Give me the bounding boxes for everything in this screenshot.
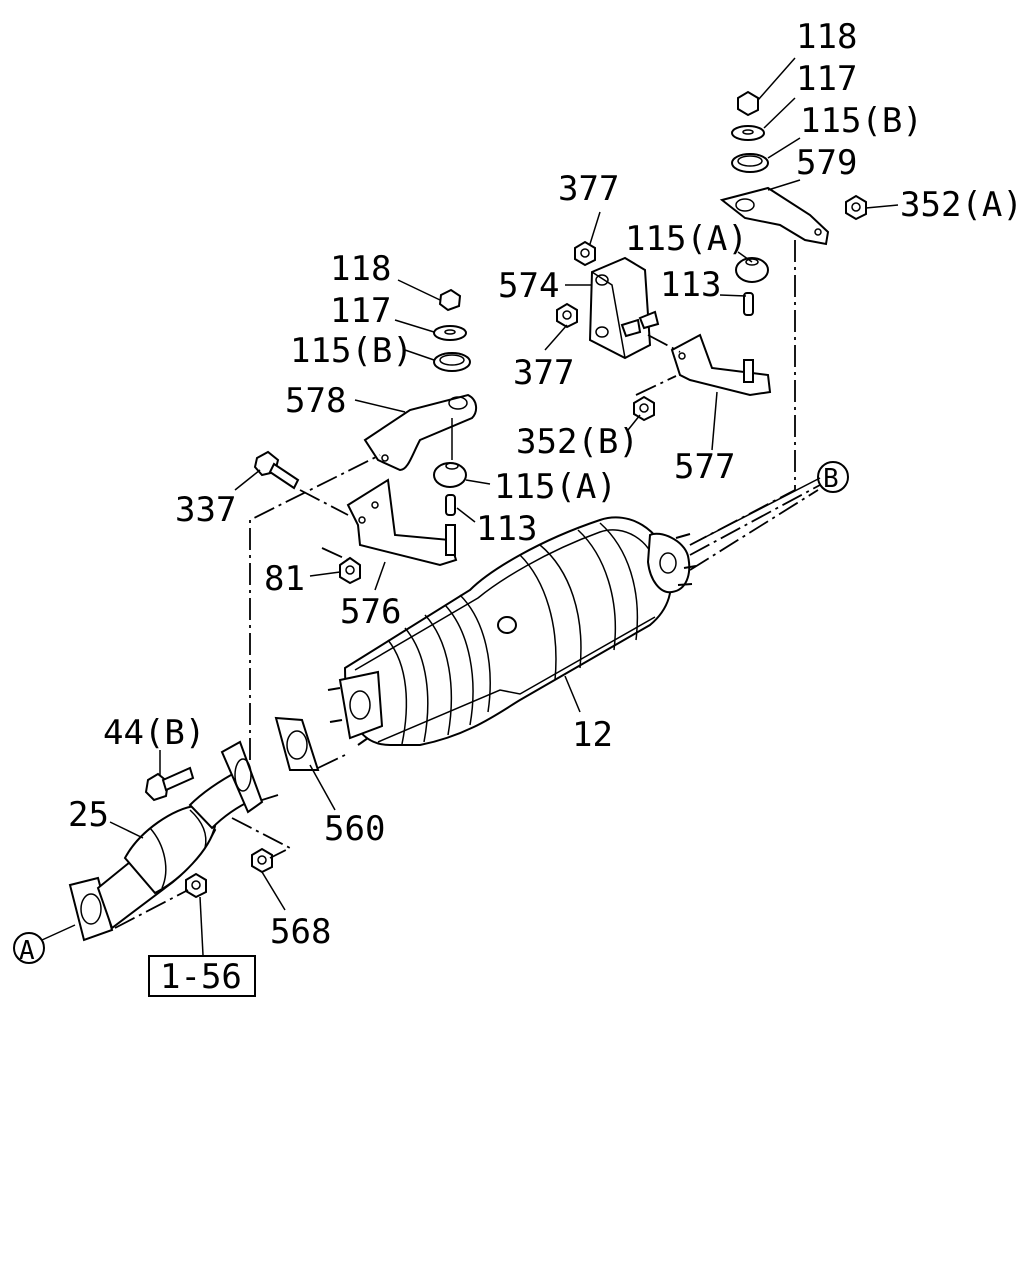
bracket-577 — [670, 333, 772, 397]
assembly-lines — [114, 240, 821, 929]
gasket-560 — [274, 716, 320, 771]
nut-568 — [251, 847, 273, 874]
label-12: 12 — [572, 715, 613, 755]
bolt-44b — [144, 766, 195, 802]
label-115a-left: 115(A) — [494, 467, 617, 507]
converter-body-12 — [327, 516, 697, 746]
label-578: 578 — [285, 381, 346, 421]
bushing-stack-left — [433, 288, 471, 516]
label-118-left: 118 — [330, 249, 391, 289]
connector-b: B — [817, 461, 849, 494]
connector-a: A — [13, 932, 45, 966]
reference-box-1-56[interactable]: 1-56 — [148, 955, 256, 997]
label-113-left: 113 — [476, 509, 537, 549]
label-577: 577 — [674, 447, 735, 487]
label-337: 337 — [175, 490, 236, 530]
label-568: 568 — [270, 912, 331, 952]
label-579: 579 — [796, 143, 857, 183]
callouts: 118 117 115(B) 579 352(A) 377 115(A) 574… — [68, 17, 1023, 952]
bracket-576 — [346, 478, 458, 567]
nut-81 — [339, 556, 361, 585]
nut-377-upper — [574, 240, 596, 267]
connector-b-label: B — [823, 464, 839, 494]
bushing-stack-right — [731, 90, 769, 316]
label-115a-right: 115(A) — [625, 219, 748, 259]
nut-352b — [633, 395, 655, 422]
label-117-left: 117 — [330, 291, 391, 331]
label-115b-top: 115(B) — [800, 101, 923, 141]
label-113-right: 113 — [660, 265, 721, 305]
label-574: 574 — [498, 266, 559, 306]
front-pipe-25 — [68, 740, 264, 942]
hanger-574 — [588, 256, 660, 360]
bolt-337 — [253, 450, 300, 490]
bracket-578 — [363, 393, 478, 472]
label-115b-left: 115(B) — [290, 331, 413, 371]
label-352a: 352(A) — [900, 185, 1023, 225]
label-117-top: 117 — [796, 59, 857, 99]
label-377-upper: 377 — [558, 169, 619, 209]
label-352b: 352(B) — [516, 422, 639, 462]
label-25: 25 — [68, 795, 109, 835]
label-377-lower: 377 — [513, 353, 574, 393]
reference-box-label: 1-56 — [160, 957, 242, 997]
nut-377-lower — [556, 302, 578, 329]
label-118-top: 118 — [796, 17, 857, 57]
label-560: 560 — [324, 809, 385, 849]
label-576: 576 — [340, 592, 401, 632]
connector-a-label: A — [19, 936, 35, 966]
label-44b: 44(B) — [103, 713, 205, 753]
washer-ref — [185, 872, 207, 899]
bracket-579 — [719, 186, 830, 246]
leader-lines — [41, 57, 899, 956]
label-81: 81 — [264, 559, 305, 599]
nut-352a — [845, 194, 867, 221]
